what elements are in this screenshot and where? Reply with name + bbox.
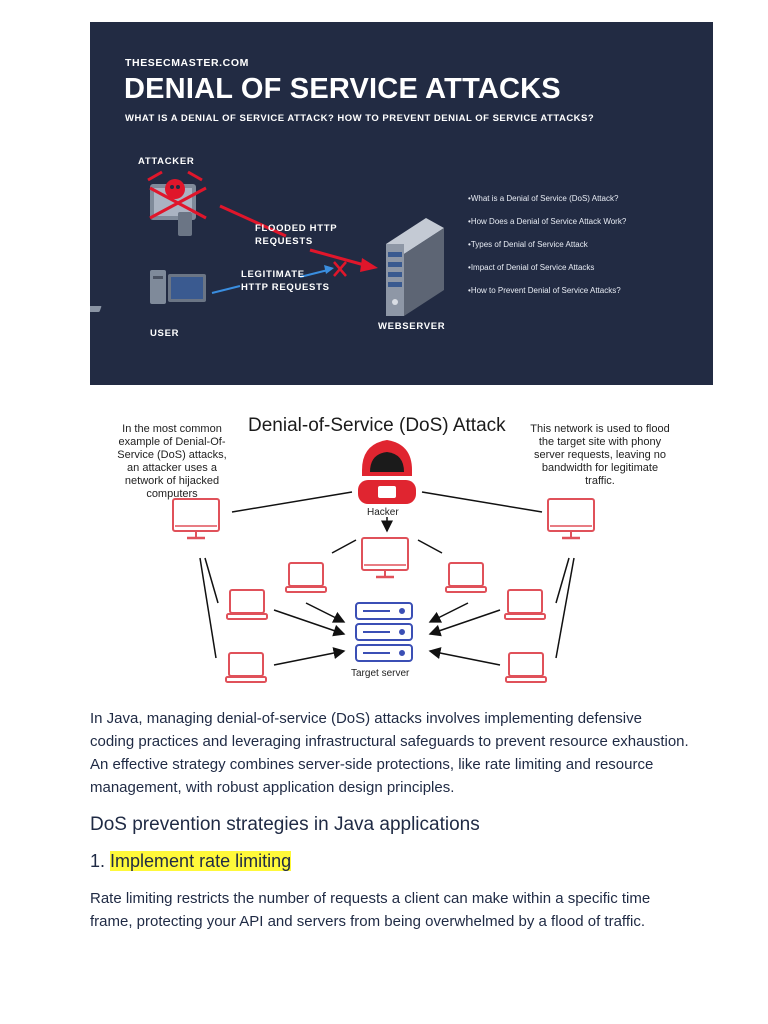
site-name: THESECMASTER.COM bbox=[125, 57, 249, 69]
attacker-label: ATTACKER bbox=[138, 156, 195, 167]
diagram-right-note: This network is used to flood the target… bbox=[530, 423, 670, 487]
toc-item: Types of Denial of Service Attack bbox=[468, 239, 626, 262]
laptop-icon bbox=[225, 652, 267, 683]
hacker-icon bbox=[358, 440, 416, 504]
toc-item: How to Prevent Denial of Service Attacks… bbox=[468, 285, 626, 308]
webserver-label: WEBSERVER bbox=[378, 321, 446, 332]
flooded-label: FLOODED HTTP REQUESTS bbox=[255, 223, 338, 247]
dos-diagram: Denial-of-Service (DoS) Attack In the mo… bbox=[100, 400, 670, 692]
step-heading: 1. Implement rate limiting bbox=[90, 851, 292, 872]
attacker-computer-icon bbox=[147, 170, 207, 236]
webserver-icon bbox=[386, 218, 444, 316]
attack-arrows bbox=[273, 517, 501, 666]
section-heading: DoS prevention strategies in Java applic… bbox=[90, 814, 480, 835]
banner-toc: What is a Denial of Service (DoS) Attack… bbox=[468, 193, 626, 308]
laptop-icon bbox=[504, 589, 546, 620]
laptop-icon bbox=[285, 562, 327, 593]
banner-subtitle: WHAT IS A DENIAL OF SERVICE ATTACK? HOW … bbox=[125, 113, 595, 124]
monitor-icon bbox=[546, 497, 596, 540]
diagram-left-note: In the most common example of Denial-Of-… bbox=[117, 423, 227, 500]
banner-illustration bbox=[90, 170, 444, 316]
intro-paragraph: In Java, managing denial-of-service (DoS… bbox=[90, 710, 689, 796]
flood-arrow-icon bbox=[219, 204, 378, 272]
legit-label: LEGITIMATE HTTP REQUESTS bbox=[241, 269, 330, 293]
diagram-title: Denial-of-Service (DoS) Attack bbox=[248, 415, 506, 436]
step-body: Rate limiting restricts the number of re… bbox=[90, 890, 651, 930]
target-server-label: Target server bbox=[351, 668, 410, 679]
step-number: 1. bbox=[90, 851, 106, 871]
user-label: USER bbox=[150, 328, 180, 339]
monitor-icon bbox=[171, 497, 221, 540]
banner-image: THESECMASTER.COM DENIAL OF SERVICE ATTAC… bbox=[90, 22, 713, 385]
user-computer-icon bbox=[90, 270, 206, 312]
step-title-highlighted: Implement rate limiting bbox=[110, 851, 292, 871]
monitor-icon bbox=[360, 536, 410, 579]
toc-item: What is a Denial of Service (DoS) Attack… bbox=[468, 193, 626, 216]
laptop-icon bbox=[445, 562, 487, 593]
connection-lines bbox=[199, 491, 575, 659]
laptop-icon bbox=[505, 652, 547, 683]
toc-item: How Does a Denial of Service Attack Work… bbox=[468, 216, 626, 239]
dos-diagram-graphic bbox=[171, 440, 596, 683]
laptop-icon bbox=[226, 589, 268, 620]
target-server-icon bbox=[355, 602, 413, 662]
legit-arrow-icon bbox=[211, 261, 347, 294]
toc-item: Impact of Denial of Service Attacks bbox=[468, 262, 626, 285]
hacker-label: Hacker bbox=[367, 507, 399, 518]
banner-title: DENIAL OF SERVICE ATTACKS bbox=[124, 73, 561, 105]
